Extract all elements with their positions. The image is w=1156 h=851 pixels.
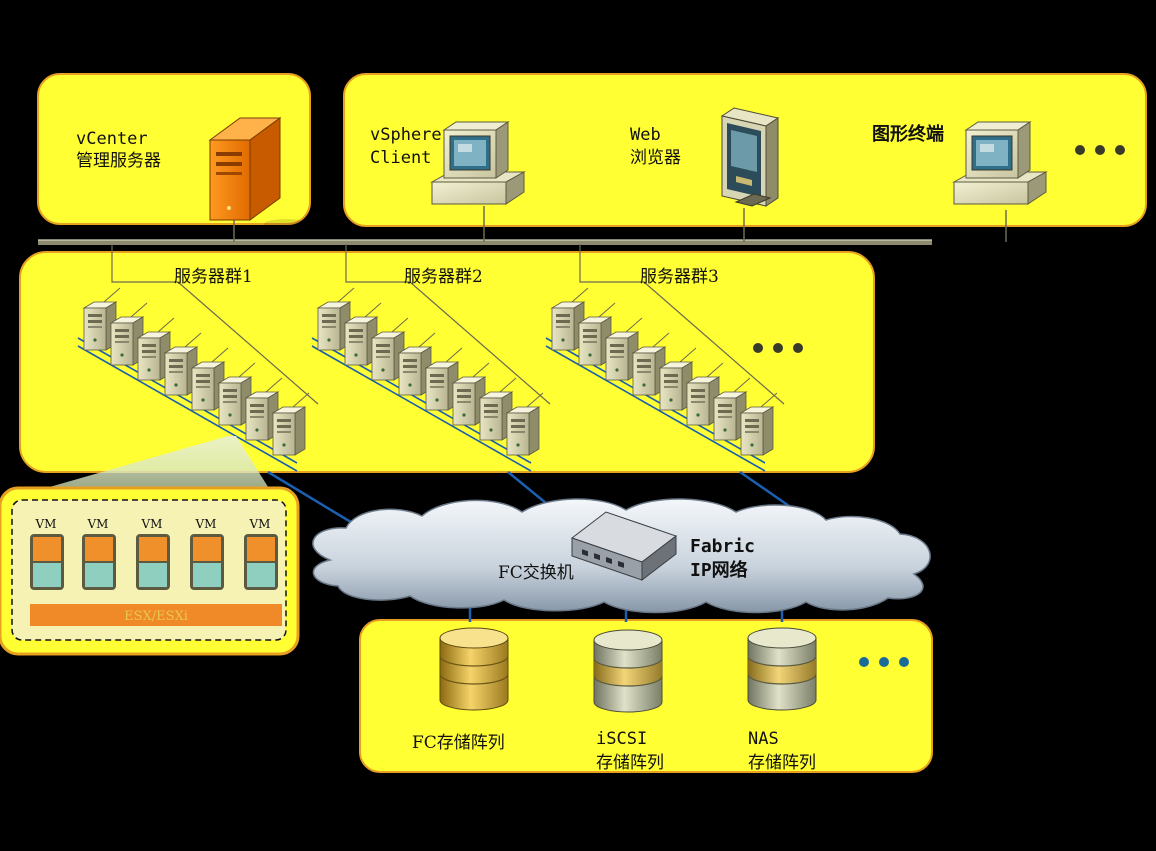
cluster-lan-wire xyxy=(364,302,382,318)
vm-bottom-block xyxy=(85,563,113,587)
graphics-terminal-label: 图形终端 xyxy=(872,123,944,145)
cluster-lan-wire xyxy=(571,287,589,303)
cluster-lan-wire xyxy=(598,302,616,318)
web-browser-label-line2: 浏览器 xyxy=(630,148,681,168)
vm-top-block xyxy=(193,537,221,561)
web-monitor-icon xyxy=(720,107,780,207)
cluster-san-rail xyxy=(77,345,298,472)
cluster-lan-wire xyxy=(652,332,670,348)
cluster-lan-wire xyxy=(157,317,175,333)
esx-hypervisor-bar xyxy=(30,604,282,626)
more-clients-ellipsis-icon xyxy=(1075,145,1125,155)
esx-server-icon xyxy=(740,406,774,456)
cluster-lan-wire xyxy=(130,302,148,318)
cluster-lan-wire xyxy=(526,392,544,408)
vm-top-block xyxy=(33,537,61,561)
cluster-lan-wire xyxy=(103,287,121,303)
esx-label: ESX/ESXi xyxy=(124,609,188,624)
fc-switch-icon xyxy=(570,511,678,582)
cluster-lan-wire xyxy=(337,287,355,303)
server-cluster-3 xyxy=(545,287,778,472)
vm-label: VM xyxy=(195,517,217,531)
fc-storage-icon xyxy=(439,627,509,711)
esx-server-icon xyxy=(506,406,540,456)
esx-server-icon xyxy=(272,406,306,456)
cluster-2-label: 服务器群2 xyxy=(404,267,483,287)
vm-bottom-block xyxy=(33,563,61,587)
vm-top-block xyxy=(139,537,167,561)
fc-switch-label: FC交换机 xyxy=(498,563,574,583)
cluster-lan-wire xyxy=(625,317,643,333)
cluster-lan-wire xyxy=(499,377,517,393)
cluster-lan-wire xyxy=(391,317,409,333)
cluster-3-label: 服务器群3 xyxy=(640,267,719,287)
vm-label: VM xyxy=(35,517,57,531)
vm-top-block xyxy=(85,537,113,561)
vm-label: VM xyxy=(87,517,109,531)
cluster-1-label: 服务器群1 xyxy=(174,267,253,287)
iscsi-storage-label: iSCSI xyxy=(596,729,647,749)
nas-storage-label: NAS xyxy=(748,729,779,749)
cluster-lan-wire xyxy=(445,347,463,363)
nas-storage-label-line2: 存储阵列 xyxy=(748,753,816,773)
vm-label: VM xyxy=(249,517,271,531)
cluster-lan-wire xyxy=(418,332,436,348)
cluster-lan-wire xyxy=(292,392,310,408)
fc-storage-label: FC存储阵列 xyxy=(412,733,505,753)
cluster-lan-wire xyxy=(265,377,283,393)
vm-bottom-block xyxy=(139,563,167,587)
vcenter-label: vCenter xyxy=(76,129,148,149)
vsphere-client-label: vSphere xyxy=(370,125,442,145)
vsphere-client-label-line2: Client xyxy=(370,148,431,168)
vcenter-server-icon xyxy=(208,117,308,229)
web-browser-label: Web xyxy=(630,125,661,145)
cluster-lan-wire xyxy=(472,362,490,378)
cluster-lan-wire xyxy=(184,332,202,348)
cluster-lan-wire xyxy=(211,347,229,363)
vm-top-block xyxy=(247,537,275,561)
cluster-lan-wire xyxy=(706,362,724,378)
more-clusters-ellipsis-icon xyxy=(753,343,803,353)
cluster-lan-wire xyxy=(238,362,256,378)
vm-row: VM VM VM VM VM xyxy=(30,517,278,590)
server-cluster-2 xyxy=(311,287,544,472)
more-storage-ellipsis-icon xyxy=(859,657,909,667)
iscsi-storage-label-line2: 存储阵列 xyxy=(596,753,664,773)
cluster-lan-wire xyxy=(760,392,778,408)
cluster-san-rail xyxy=(311,345,532,472)
cluster-san-rail xyxy=(545,345,766,472)
fabric-label: Fabric xyxy=(690,536,755,557)
ip-network-label: IP网络 xyxy=(690,559,748,581)
vcenter-label-line2: 管理服务器 xyxy=(76,151,161,171)
vm-bottom-block xyxy=(247,563,275,587)
server-cluster-1 xyxy=(77,287,310,472)
vm-label: VM xyxy=(141,517,163,531)
nas-storage-icon xyxy=(747,627,817,711)
cluster-lan-wire xyxy=(679,347,697,363)
cluster-lan-wire xyxy=(733,377,751,393)
vm-bottom-block xyxy=(193,563,221,587)
iscsi-storage-icon xyxy=(593,629,663,713)
